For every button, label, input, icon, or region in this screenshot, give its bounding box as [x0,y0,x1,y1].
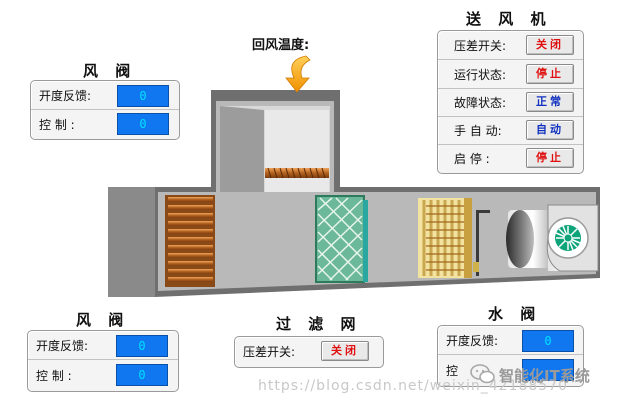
filter-pressure-switch-button[interactable]: 关闭 [321,341,369,361]
fan-row-mode: 手 自 动: 自动 [438,116,583,145]
damper-bottom-control-row: 控 制 : 0 [28,361,178,389]
watermark-brand: 智能化IT系统 [499,367,590,385]
water-valve-panel: 开度反馈: 0 控 [437,325,584,387]
damper-bottom-panel: 开度反馈: 0 控 制 : 0 [27,330,179,392]
supply-fan [506,204,599,272]
filter-panel [315,195,368,283]
return-air-temp-label: 回风温度: [252,38,310,53]
filter-title: 过 滤 网 [276,315,362,333]
damper-top-control-input[interactable]: 0 [117,113,169,135]
fan-run-label: 运行状态: [454,68,507,82]
fan-fault-label: 故障状态: [454,96,507,110]
return-air-arrow-icon [285,55,311,93]
fan-mode-label: 手 自 动: [454,124,502,138]
damper-bottom-control-input[interactable]: 0 [116,364,168,386]
water-valve-feedback-value: 0 [522,330,574,352]
water-valve-control-label: 控 [446,364,459,378]
damper-bottom-control-label: 控 制 : [36,369,72,383]
fan-row-run: 运行状态: 停止 [438,60,583,89]
water-valve-feedback-label: 开度反馈: [446,334,499,348]
fan-panel: 压差开关: 关闭 运行状态: 停止 故障状态: 正常 手 自 动: 自动 启 停… [437,30,584,174]
damper-top-panel: 开度反馈: 0 控 制 : 0 [30,80,180,140]
damper-top-feedback-label: 开度反馈: [39,89,92,103]
damper-bottom-feedback-row: 开度反馈: 0 [28,331,178,360]
fan-row-pressure: 压差开关: 关闭 [438,31,583,60]
damper-bottom-title: 风 阀 [76,311,130,329]
filter-pressure-row: 压差开关: 关闭 [235,337,383,365]
fan-fault-status-button[interactable]: 正常 [526,92,574,112]
fan-auto-manual-button[interactable]: 自动 [526,120,574,140]
filter-panel-box: 压差开关: 关闭 [234,336,384,368]
water-valve-control-row: 控 [438,356,583,384]
return-air-damper [265,167,329,179]
damper-bottom-feedback-value: 0 [116,335,168,357]
damper-top-title: 风 阀 [83,62,137,80]
damper-top-control-row: 控 制 : 0 [31,110,179,138]
wechat-icon [470,364,495,384]
water-valve-title: 水 阀 [488,305,542,323]
fan-run-status-button[interactable]: 停止 [526,64,574,84]
outdoor-air-damper [165,195,215,287]
fan-pressure-switch-button[interactable]: 关闭 [526,35,574,55]
water-valve-feedback-row: 开度反馈: 0 [438,326,583,355]
fan-start-stop-button[interactable]: 停止 [526,148,574,168]
fan-startstop-label: 启 停 : [454,152,490,166]
damper-top-control-label: 控 制 : [39,118,75,132]
fan-row-startstop: 启 停 : 停止 [438,144,583,172]
fan-pressure-label: 压差开关: [454,39,507,53]
damper-top-feedback-value: 0 [117,85,169,107]
filter-pressure-label: 压差开关: [243,345,296,359]
fan-row-fault: 故障状态: 正常 [438,88,583,117]
damper-top-feedback-row: 开度反馈: 0 [31,81,179,110]
water-coil [418,198,490,278]
water-valve-control-input[interactable] [522,359,574,381]
damper-bottom-feedback-label: 开度反馈: [36,339,89,353]
fan-title: 送 风 机 [466,10,552,28]
